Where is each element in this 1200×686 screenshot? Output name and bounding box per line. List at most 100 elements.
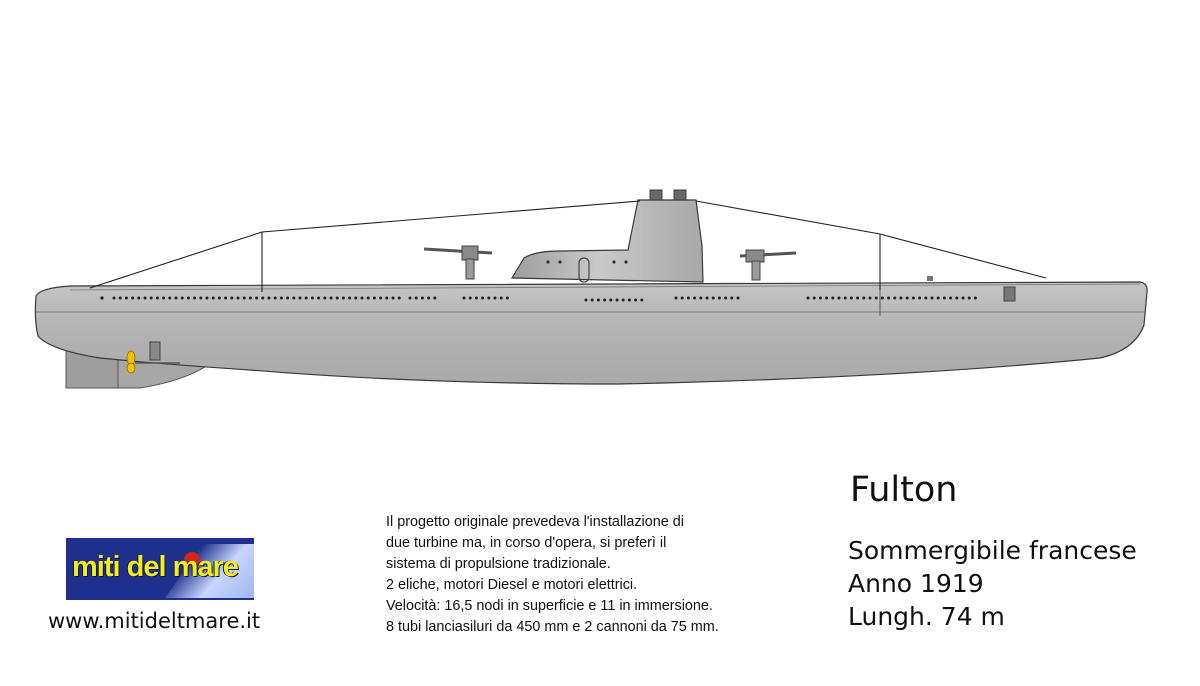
flood-hole xyxy=(724,296,728,300)
flood-hole xyxy=(433,296,437,300)
flood-hole xyxy=(680,296,684,300)
deck-fittings xyxy=(149,276,1016,361)
flood-hole xyxy=(348,296,352,300)
flood-hole xyxy=(199,296,203,300)
flood-hole xyxy=(124,296,128,300)
flood-hole xyxy=(372,296,376,300)
flood-hole xyxy=(273,296,277,300)
flood-hole xyxy=(837,296,841,300)
flood-hole xyxy=(831,296,835,300)
flood-hole xyxy=(621,298,625,302)
flood-hole xyxy=(874,296,878,300)
propeller xyxy=(126,350,180,374)
flood-hole xyxy=(924,296,928,300)
flood-hole xyxy=(603,298,607,302)
flood-hole xyxy=(329,296,333,300)
flood-hole xyxy=(211,296,215,300)
flood-hole xyxy=(292,296,296,300)
flood-hole xyxy=(379,296,383,300)
flood-hole xyxy=(474,296,478,300)
flood-hole xyxy=(961,296,965,300)
flood-hole xyxy=(955,296,959,300)
flood-hole xyxy=(705,296,709,300)
flood-hole xyxy=(481,296,485,300)
flood-hole xyxy=(609,298,613,302)
flood-hole xyxy=(180,296,184,300)
flood-hole xyxy=(868,296,872,300)
flood-hole xyxy=(730,296,734,300)
flood-hole xyxy=(686,296,690,300)
flood-hole xyxy=(634,298,638,302)
flood-hole xyxy=(880,296,884,300)
flood-hole xyxy=(193,296,197,300)
flood-hole xyxy=(397,296,401,300)
flood-hole xyxy=(217,296,221,300)
description-block: Il progetto originale prevedeva l'instal… xyxy=(386,512,806,638)
aft-deck-gun xyxy=(739,249,797,281)
flood-hole xyxy=(973,296,977,300)
flood-hole xyxy=(408,296,412,300)
flood-hole xyxy=(893,296,897,300)
flood-hole xyxy=(186,296,190,300)
flood-hole xyxy=(596,298,600,302)
flood-hole xyxy=(391,296,395,300)
flood-hole xyxy=(717,296,721,300)
flood-hole xyxy=(640,298,644,302)
flood-hole xyxy=(317,296,321,300)
flood-hole xyxy=(930,296,934,300)
flood-hole xyxy=(205,296,209,300)
flood-hole xyxy=(298,296,302,300)
flood-hole xyxy=(100,296,104,300)
flood-hole xyxy=(699,296,703,300)
flood-hole xyxy=(905,296,909,300)
flood-hole xyxy=(462,296,466,300)
flood-hole xyxy=(242,296,246,300)
flood-hole xyxy=(825,296,829,300)
flood-hole xyxy=(911,296,915,300)
flood-hole xyxy=(143,296,147,300)
flood-hole xyxy=(236,296,240,300)
flood-hole xyxy=(286,296,290,300)
site-logo[interactable]: miti del mare xyxy=(66,538,254,600)
flood-hole xyxy=(168,296,172,300)
flood-hole xyxy=(468,296,472,300)
vessel-length: Lungh. 74 m xyxy=(848,602,1005,631)
vessel-year: Anno 1919 xyxy=(848,569,984,598)
flood-hole xyxy=(155,296,159,300)
flood-hole xyxy=(304,296,308,300)
flood-hole xyxy=(584,298,588,302)
flood-hole xyxy=(174,296,178,300)
website-link[interactable]: www.mitideltmare.it xyxy=(48,609,261,633)
flood-hole xyxy=(279,296,283,300)
flood-hole xyxy=(887,296,891,300)
flood-hole xyxy=(267,296,271,300)
flood-hole xyxy=(112,296,116,300)
flood-hole xyxy=(615,298,619,302)
flood-hole xyxy=(693,296,697,300)
flood-hole xyxy=(255,296,259,300)
flood-hole xyxy=(936,296,940,300)
flood-hole xyxy=(341,296,345,300)
flood-hole xyxy=(323,296,327,300)
flood-hole xyxy=(967,296,971,300)
flood-hole xyxy=(856,296,860,300)
flood-hole xyxy=(162,296,166,300)
hull xyxy=(34,281,1148,385)
flood-hole xyxy=(812,296,816,300)
flood-hole xyxy=(674,296,678,300)
flood-hole xyxy=(849,296,853,300)
flood-hole xyxy=(366,296,370,300)
flood-hole xyxy=(427,296,431,300)
flood-hole xyxy=(806,296,810,300)
flood-hole xyxy=(942,296,946,300)
flood-hole xyxy=(360,296,364,300)
vessel-specs: Sommergibile francese Anno 1919 Lungh. 7… xyxy=(848,534,1137,633)
flood-hole xyxy=(590,298,594,302)
flood-hole xyxy=(420,296,424,300)
vessel-name: Fulton xyxy=(850,470,958,510)
logo-text: miti del mare xyxy=(72,551,239,583)
flood-hole xyxy=(261,296,265,300)
flood-hole xyxy=(843,296,847,300)
flood-hole xyxy=(499,296,503,300)
